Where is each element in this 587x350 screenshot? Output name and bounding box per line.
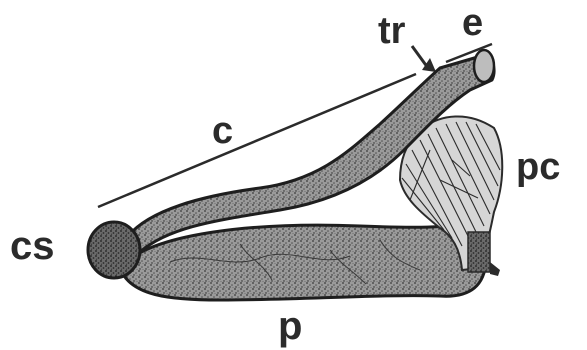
label-pc: pc [516, 148, 560, 186]
body-p [120, 224, 486, 300]
tube-end-e [474, 50, 494, 82]
head-cs [88, 222, 140, 278]
label-c: c [212, 112, 233, 150]
label-p: p [278, 306, 302, 346]
tr-arrow [412, 46, 436, 72]
label-e: e [462, 4, 483, 42]
label-tr: tr [378, 12, 405, 50]
label-cs: cs [10, 226, 55, 266]
